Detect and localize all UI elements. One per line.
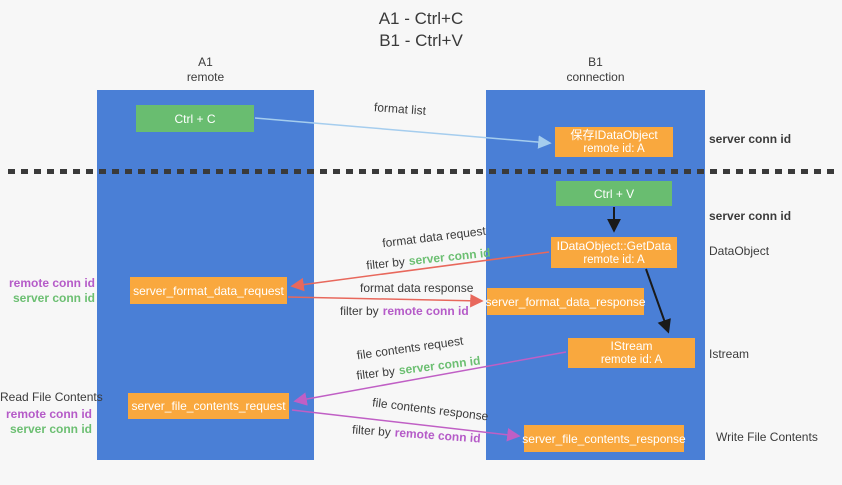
remote-conn-id-text: remote conn id [5, 407, 92, 421]
node-ctrl-v: Ctrl + V [556, 181, 672, 206]
remote-conn-id-text: remote conn id [394, 425, 482, 446]
filter-by-text: filter by [365, 254, 406, 273]
ctrl-v-label: Ctrl + V [593, 186, 635, 201]
filter-by-text: filter by [351, 422, 392, 440]
save-dataobject-line2: remote id: A [583, 143, 645, 155]
server-conn-id-text: server conn id [397, 353, 482, 378]
column-a-subtitle: remote [186, 70, 225, 84]
diagram-title: A1 - Ctrl+C B1 - Ctrl+V [0, 8, 842, 52]
node-getdata: IDataObject::GetData remote id: A [551, 237, 677, 268]
node-istream: IStream remote id: A [568, 338, 695, 368]
file-response-label: server_file_contents_response [522, 431, 686, 446]
column-b-header: B1 connection [486, 55, 705, 85]
column-a-name: A1 [198, 55, 213, 69]
column-b-subtitle: connection [566, 70, 625, 84]
label-format-list: format list [373, 100, 427, 118]
label-filter-format-response: filter by remote conn id [340, 304, 469, 318]
istream-label: Istream [709, 347, 750, 361]
label-filter-file-response: filter by remote conn id [352, 423, 481, 446]
arrow-format-data-response [287, 294, 484, 308]
title-line-2: B1 - Ctrl+V [379, 31, 463, 50]
right-server-conn-id-1: server conn id [709, 132, 792, 146]
label-file-contents-response: file contents response [371, 395, 490, 424]
file-request-label: server_file_contents_request [131, 399, 286, 413]
read-file-contents-label: Read File Contents [0, 390, 103, 404]
remote-conn-id-text: remote conn id [8, 276, 95, 290]
column-b-name: B1 [588, 55, 603, 69]
node-server-file-contents-response: server_file_contents_response [522, 425, 686, 452]
getdata-line2: remote id: A [583, 253, 645, 266]
ctrl-c-label: Ctrl + C [174, 111, 216, 126]
istream-line2: remote id: A [600, 354, 663, 366]
format-response-label: server_format_data_response [485, 294, 646, 309]
write-file-contents-label: Write File Contents [716, 430, 818, 444]
node-server-format-data-request: server_format_data_request [130, 277, 287, 304]
server-conn-id-text: server conn id [9, 422, 92, 436]
save-dataobject-line1: 保存IDataObject [570, 128, 658, 142]
title-line-1: A1 - Ctrl+C [378, 9, 464, 28]
filter-by-text: filter by [355, 363, 396, 383]
right-server-conn-id-2: server conn id [709, 209, 792, 223]
dashed-separator [8, 169, 836, 174]
column-a-header: A1 remote [97, 55, 314, 85]
format-request-label: server_format_data_request [133, 283, 284, 298]
node-ctrl-c: Ctrl + C [136, 105, 254, 132]
filter-by-text: filter by [340, 304, 379, 318]
server-conn-id-text: server conn id [408, 245, 492, 269]
remote-conn-id-text: remote conn id [382, 304, 469, 318]
dataobject-label: DataObject [709, 244, 770, 258]
istream-line1: IStream [610, 339, 653, 353]
node-server-file-contents-request: server_file_contents_request [128, 393, 289, 419]
left-conn-ids-file: remote conn id server conn id [0, 407, 92, 437]
getdata-line1: IDataObject::GetData [556, 238, 672, 253]
label-format-data-response: format data response [360, 281, 474, 295]
server-conn-id-text: server conn id [12, 291, 95, 305]
node-save-dataobject: 保存IDataObject remote id: A [555, 127, 673, 157]
left-conn-ids-format: remote conn id server conn id [0, 276, 95, 306]
node-server-format-data-response: server_format_data_response [485, 288, 646, 315]
